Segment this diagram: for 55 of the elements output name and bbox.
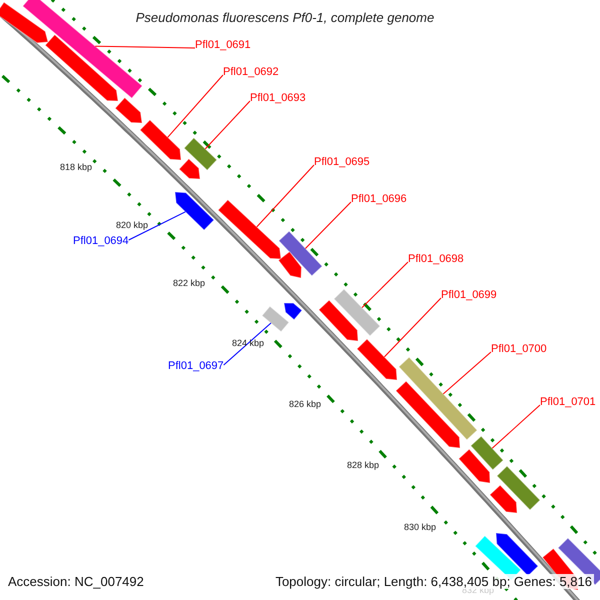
leader-line — [256, 164, 314, 228]
leader-line — [128, 211, 186, 240]
gene-label: Pfl01_0696 — [351, 194, 407, 205]
gene-label: Pfl01_0697 — [168, 361, 224, 372]
gene-block — [470, 436, 504, 470]
gene-feature — [283, 302, 303, 320]
gene-label: Pfl01_0694 — [73, 236, 129, 247]
gene-block — [184, 137, 218, 171]
gene-feature — [178, 158, 201, 180]
gene-label: Pfl01_0700 — [491, 344, 547, 355]
gene-feature — [218, 199, 282, 260]
genome-summary-text: Topology: circular; Length: 6,438,405 bp; Genes: 5,816 — [273, 574, 594, 589]
gene-feature — [458, 448, 491, 484]
gene-label: Pfl01_0695 — [314, 157, 370, 168]
gene-feature — [0, 2, 49, 44]
gene-label: Pfl01_0701 — [540, 397, 596, 408]
position-label: 830 kbp — [404, 523, 436, 532]
leader-line — [94, 46, 196, 48]
gene-feature — [114, 97, 143, 124]
leader-line — [442, 352, 492, 394]
leader-line — [304, 202, 352, 249]
gene-feature — [139, 119, 182, 161]
gene-label: Pfl01_0691 — [195, 40, 251, 51]
leader-line — [204, 100, 250, 150]
position-label: 822 kbp — [173, 279, 206, 288]
leader-line — [223, 322, 272, 366]
gene-block — [333, 288, 381, 337]
gene-block — [496, 465, 541, 511]
gene-feature — [318, 300, 359, 342]
gene-block — [261, 306, 290, 332]
position-label: 826 kbp — [289, 400, 322, 409]
gene-label: Pfl01_0698 — [408, 254, 464, 265]
position-label: 828 kbp — [347, 461, 380, 470]
leader-line — [167, 74, 224, 138]
position-label: 820 kbp — [116, 221, 148, 230]
gene-feature — [395, 380, 461, 449]
leader-line — [492, 404, 540, 449]
gene-feature — [495, 532, 539, 577]
leader-line — [384, 298, 442, 358]
gene-feature — [356, 338, 398, 381]
accession-text: Accession: NC_007492 — [6, 574, 146, 589]
position-label: 824 kbp — [232, 339, 264, 348]
gene-block — [557, 537, 600, 586]
position-label: 818 kbp — [60, 163, 92, 172]
gene-label: Pfl01_0693 — [250, 93, 306, 104]
gene-feature — [44, 34, 119, 102]
gene-block — [278, 230, 323, 276]
gene-feature — [489, 484, 518, 514]
gene-label: Pfl01_0699 — [441, 290, 497, 301]
gene-block — [398, 356, 478, 440]
gene-feature — [278, 251, 302, 279]
gene-label: Pfl01_0692 — [223, 67, 279, 78]
gene-feature — [174, 191, 215, 231]
title: Pseudomonas fluorescens Pf0-1, complete genome — [134, 11, 436, 24]
leader-line — [362, 262, 408, 308]
